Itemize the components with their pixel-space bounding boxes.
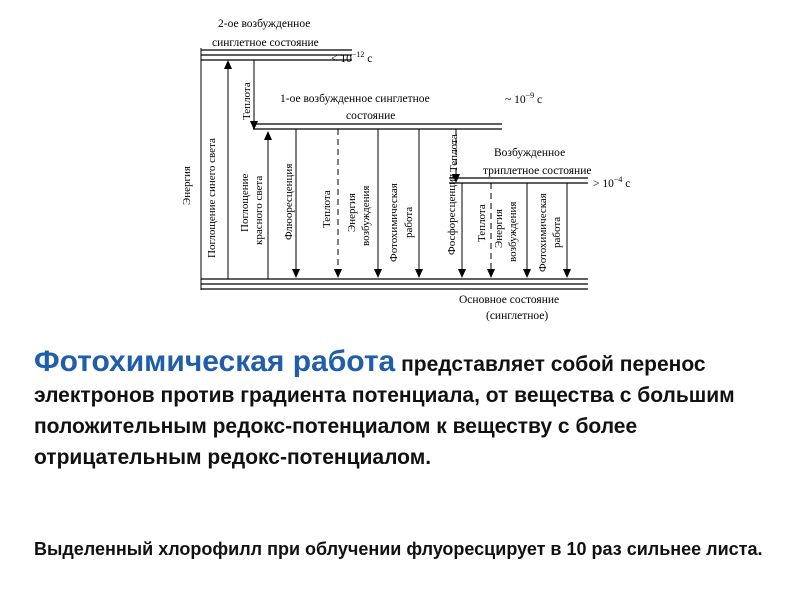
blue-absorption-label: Поглощение синего света xyxy=(206,138,218,258)
level-second-excited-singlet xyxy=(201,49,352,61)
energy-level-diagram: 2-ое возбужденное синглетное состояние <… xyxy=(181,18,630,322)
definition-body: представляет собой перенос электронов пр… xyxy=(34,353,735,469)
heat-s1-ground-arrow xyxy=(334,129,342,278)
level-excited-triplet xyxy=(449,177,588,184)
fluorescence-arrow xyxy=(292,129,300,278)
excitation-energy-label-1: Энергия xyxy=(346,193,358,232)
s1-lifetime: ~ 10−9 с xyxy=(505,91,542,106)
excitation-energy-triplet-label-1: Энергия xyxy=(493,209,505,248)
photochemical-work-triplet-arrow xyxy=(563,183,571,278)
excitation-energy-arrow xyxy=(374,129,382,278)
photochemical-work-triplet-label-2: работа xyxy=(551,217,563,248)
photochemical-work-label-1: Фотохимическая xyxy=(388,183,400,262)
heat-s2-s1-arrow xyxy=(250,60,258,130)
s2-label-1: 2-ое возбужденное xyxy=(218,18,310,30)
phosphorescence-label: Фосфоресценция xyxy=(446,174,458,255)
red-absorption-arrow xyxy=(264,131,272,279)
heat-label-4: Теплота xyxy=(476,204,488,242)
red-absorption-label-1: Поглощение xyxy=(239,173,251,232)
heat-s1-triplet-arrow xyxy=(452,129,460,183)
energy-label: Энергия xyxy=(181,166,193,205)
level-first-excited-singlet xyxy=(253,123,502,130)
phosphorescence-arrow xyxy=(458,183,466,278)
s2-label-2: синглетное состояние xyxy=(212,37,319,49)
photochemical-work-definition: Фотохимическая работа представляет собой… xyxy=(34,346,774,473)
t1-label-1: Возбужденное xyxy=(494,147,565,159)
s1-label-1: 1-ое возбужденное синглетное xyxy=(280,93,430,105)
blue-absorption-arrow xyxy=(224,60,232,279)
excitation-energy-label-2: возбуждения xyxy=(360,186,372,246)
heat-triplet-ground-arrow xyxy=(487,183,495,278)
fluorescence-label: Флюоресценция xyxy=(283,164,295,240)
ground-label-1: Основное состояние xyxy=(459,294,559,306)
heat-label-3: Теплота xyxy=(448,134,460,172)
heat-label-1: Теплота xyxy=(241,82,253,120)
level-ground-state xyxy=(201,278,588,290)
excitation-energy-triplet-label-2: возбуждения xyxy=(507,202,519,262)
photochemical-work-label-2: работа xyxy=(403,207,415,238)
t1-lifetime: > 10−4 с xyxy=(593,175,630,190)
s1-label-2: состояние xyxy=(346,110,395,122)
t1-label-2: триплетное состояние xyxy=(483,165,591,177)
excitation-energy-triplet-arrow xyxy=(523,183,531,278)
highlight-term: Фотохимическая работа xyxy=(34,345,396,378)
heat-label-2: Теплота xyxy=(321,190,333,228)
s2-lifetime: < 10−12 с xyxy=(331,50,372,65)
ground-label-2: (синглетное) xyxy=(486,310,548,322)
photochemical-work-arrow xyxy=(415,129,423,278)
photochemical-work-triplet-label-1: Фотохимическая xyxy=(537,193,549,272)
red-absorption-label-2: красного света xyxy=(253,176,265,245)
chlorophyll-fluorescence-note: Выделенный хлорофилл при облучении флуор… xyxy=(34,539,763,559)
